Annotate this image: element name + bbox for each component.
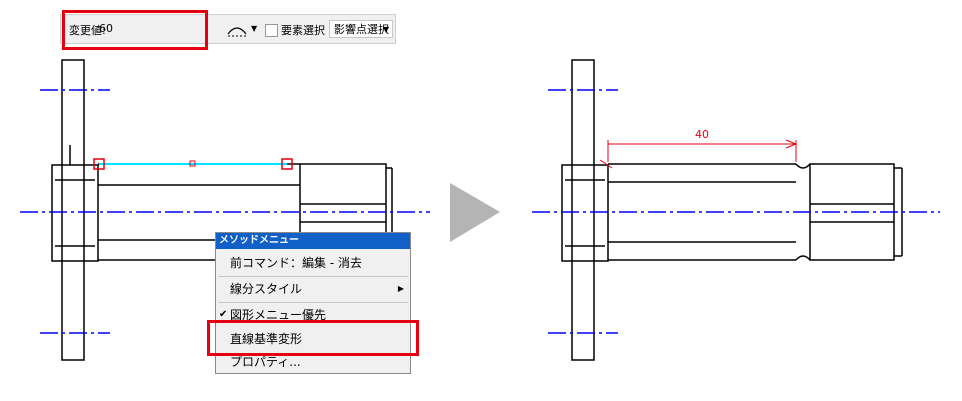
menu-item-label: 前コマンド：編集 - 消去 <box>230 256 362 270</box>
centerlines-right <box>532 89 940 334</box>
highlight-menu-item <box>207 320 419 356</box>
menu-item-properties[interactable]: プロパティ... <box>216 351 410 373</box>
change-value-label: 変更値: <box>69 24 106 37</box>
chevron-down-icon[interactable]: ▼ <box>251 24 258 33</box>
menu-item-shape-menu-priority[interactable]: ✔ 図形メニュー優先 <box>216 303 410 327</box>
menu-item-line-based-deform[interactable]: 直線基準変形 <box>216 327 410 351</box>
chevron-down-icon: ▼ <box>382 25 389 34</box>
element-select-label: 要素選択 <box>281 24 325 37</box>
dimension-40 <box>599 139 798 169</box>
menu-item-line-style[interactable]: 線分スタイル ▶ <box>216 277 410 301</box>
centerlines-left <box>20 89 430 334</box>
menu-title: メソッドメニュー <box>216 233 410 249</box>
menu-separator <box>218 302 408 303</box>
highlight-toolbar <box>62 10 208 50</box>
influence-select-value: 影響点選択 <box>334 23 389 36</box>
element-select-checkbox[interactable] <box>265 24 278 37</box>
hub-left <box>51 164 99 262</box>
context-menu: メソッドメニュー 前コマンド：編集 - 消去 線分スタイル ▶ ✔ 図形メニュー… <box>215 232 411 374</box>
menu-item-prev-command[interactable]: 前コマンド：編集 - 消去 <box>216 251 410 275</box>
dimension-label: 40 <box>695 128 709 141</box>
menu-item-label: 図形メニュー優先 <box>230 308 327 322</box>
toolbar: 変更値: 60 ▼ 要素選択 影響点選択 ▼ <box>60 14 396 44</box>
checkmark-icon: ✔ <box>219 309 228 320</box>
right-part <box>561 59 903 361</box>
menu-separator <box>218 276 408 277</box>
arc-style-icon[interactable] <box>226 22 252 38</box>
menu-item-label: 直線基準変形 <box>230 332 303 346</box>
influence-select-dropdown[interactable]: 影響点選択 ▼ <box>329 20 393 38</box>
hub-right <box>561 164 609 262</box>
flange-left <box>61 59 85 361</box>
chevron-right-icon: ▶ <box>397 284 404 293</box>
selected-line[interactable] <box>93 158 293 170</box>
menu-item-label: プロパティ... <box>230 355 301 369</box>
flange-right <box>571 59 595 361</box>
menu-item-label: 線分スタイル <box>230 282 303 296</box>
change-value-field[interactable]: 60 <box>99 22 113 35</box>
arrow-right-icon <box>450 183 500 242</box>
